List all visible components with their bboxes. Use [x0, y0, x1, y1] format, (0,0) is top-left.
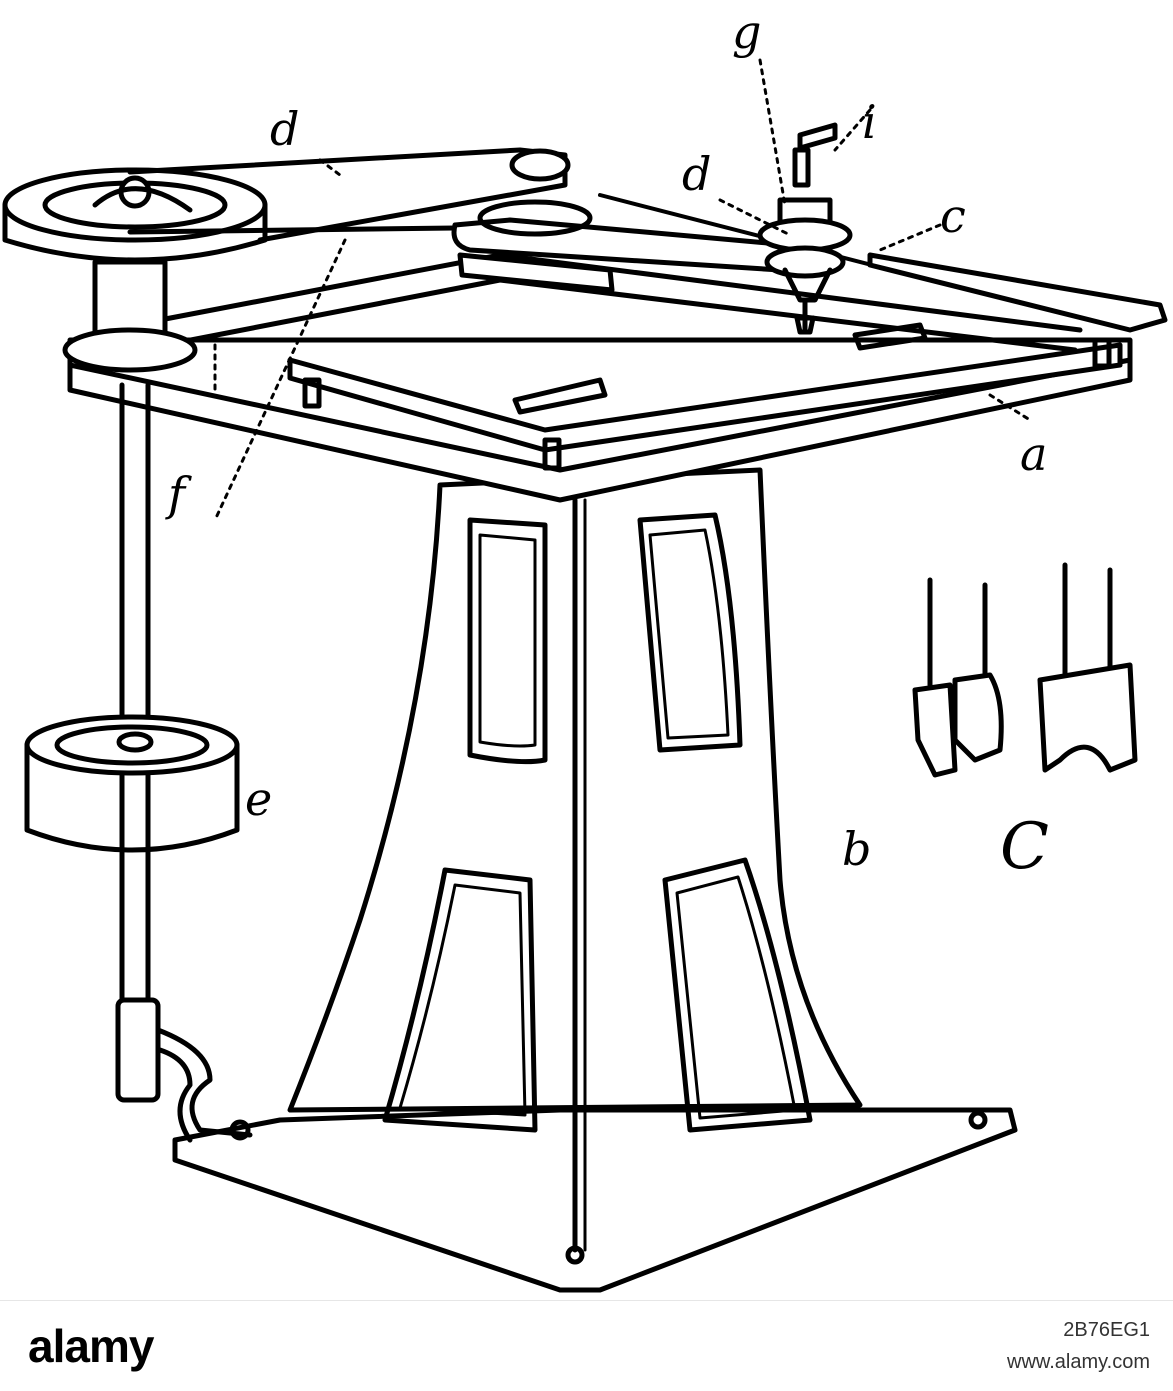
treadle-crank — [115, 997, 253, 1143]
pedestal — [287, 467, 863, 1253]
label-b: b — [842, 822, 871, 876]
machine-illustration: g i d d c a f e b C — [2, 5, 1168, 1293]
pulley-column — [62, 259, 198, 373]
label-c: c — [940, 189, 966, 243]
label-e: e — [245, 772, 272, 826]
site-url[interactable]: www.alamy.com — [1007, 1351, 1150, 1373]
leader-lines — [213, 58, 1032, 522]
spindle-head — [757, 122, 853, 335]
label-a: a — [1020, 427, 1047, 481]
spindle-arm — [451, 199, 793, 293]
footer-bar: alamy 2B76EG1 www.alamy.com — [0, 1300, 1173, 1391]
vertical-shaft — [119, 382, 151, 1003]
label-d-top: d — [270, 102, 299, 156]
table-top — [67, 322, 1133, 503]
belt-upper — [127, 147, 571, 243]
side-rail — [867, 252, 1168, 333]
brand-logo[interactable]: alamy — [28, 1320, 154, 1372]
label-f: f — [165, 467, 192, 521]
lower-drum — [24, 714, 240, 853]
label-i: i — [862, 95, 877, 149]
cutter-detail — [912, 562, 1138, 778]
upper-pulley — [2, 167, 268, 263]
label-d-right: d — [682, 147, 711, 201]
label-C: C — [1000, 810, 1049, 884]
image-id: 2B76EG1 — [1063, 1319, 1150, 1341]
base-plate — [172, 1107, 1018, 1293]
label-g: g — [732, 5, 761, 59]
